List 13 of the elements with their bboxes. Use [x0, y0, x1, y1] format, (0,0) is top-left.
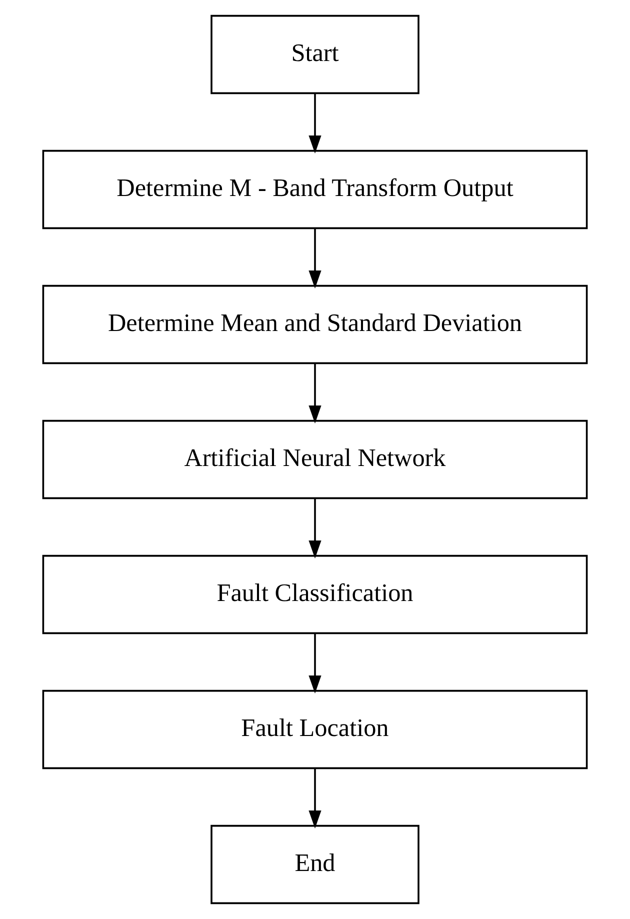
node-box: Start	[210, 14, 420, 94]
arrow	[308, 768, 322, 828]
arrow	[308, 94, 322, 154]
node-box: Fault Location	[42, 690, 588, 770]
arrow	[308, 498, 322, 558]
node-box: Artificial Neural Network	[42, 420, 588, 500]
node-box: Determine Mean and Standard Deviation	[42, 284, 588, 364]
node-box: Fault Classification	[42, 554, 588, 634]
node-box: Determine M - Band Transform Output	[42, 150, 588, 230]
node-box: End	[210, 824, 420, 904]
arrow	[308, 228, 322, 288]
arrow	[308, 634, 322, 694]
arrow	[308, 364, 322, 424]
